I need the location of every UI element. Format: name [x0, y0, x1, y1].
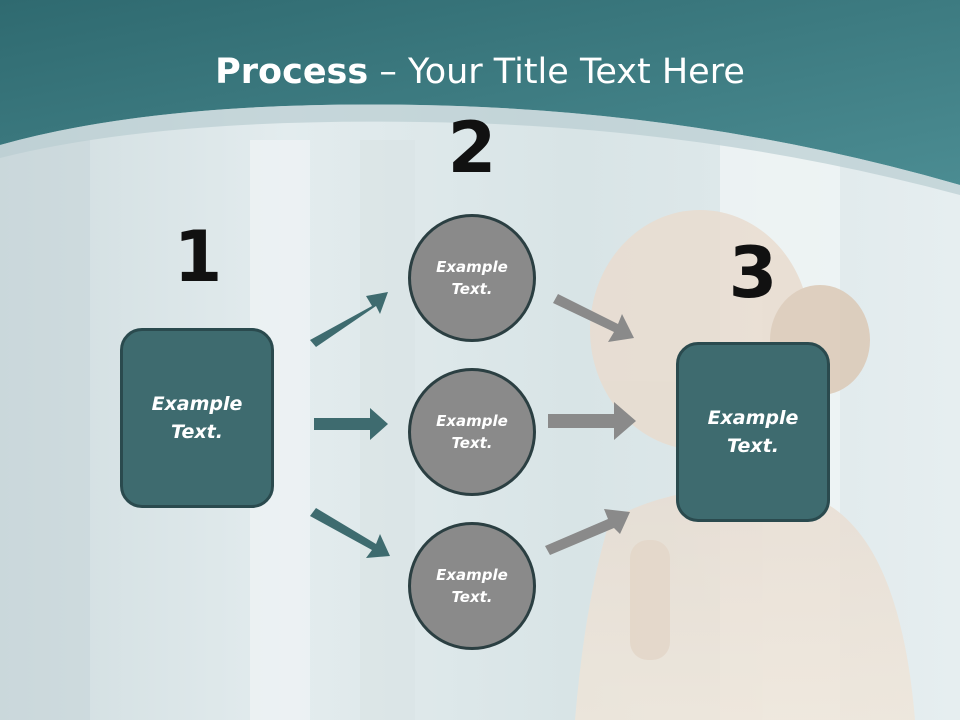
circle-bottom-line1: Example — [436, 565, 508, 584]
arrow-bottom-to-right — [545, 509, 630, 555]
arrow-left-to-middle — [314, 408, 388, 440]
right-box-line2: Text. — [727, 435, 779, 457]
arrow-middle-to-right — [548, 402, 636, 440]
circle-middle-line1: Example — [436, 411, 508, 430]
circle-middle-line2: Text. — [451, 434, 493, 452]
arrow-left-to-top — [310, 292, 388, 347]
left-box-line2: Text. — [171, 421, 223, 443]
step-number-3: 3 — [728, 232, 778, 314]
circle-top-line2: Text. — [451, 280, 493, 298]
header-band — [0, 0, 960, 185]
arrow-left-to-bottom — [310, 508, 390, 558]
circle-bottom-line2: Text. — [451, 588, 493, 606]
right-box-line1: Example — [707, 406, 799, 429]
step-number-2: 2 — [447, 107, 497, 189]
title-rest: – Your Title Text Here — [368, 52, 745, 92]
title-bold: Process — [215, 52, 369, 92]
page-title: Process – Your Title Text Here — [0, 52, 960, 92]
circle-top-line1: Example — [436, 257, 508, 276]
window-column — [0, 140, 90, 720]
header-highlight — [0, 104, 960, 195]
step-number-1: 1 — [173, 216, 223, 298]
left-box-line1: Example — [151, 392, 243, 415]
arrow-top-to-right — [553, 294, 634, 342]
